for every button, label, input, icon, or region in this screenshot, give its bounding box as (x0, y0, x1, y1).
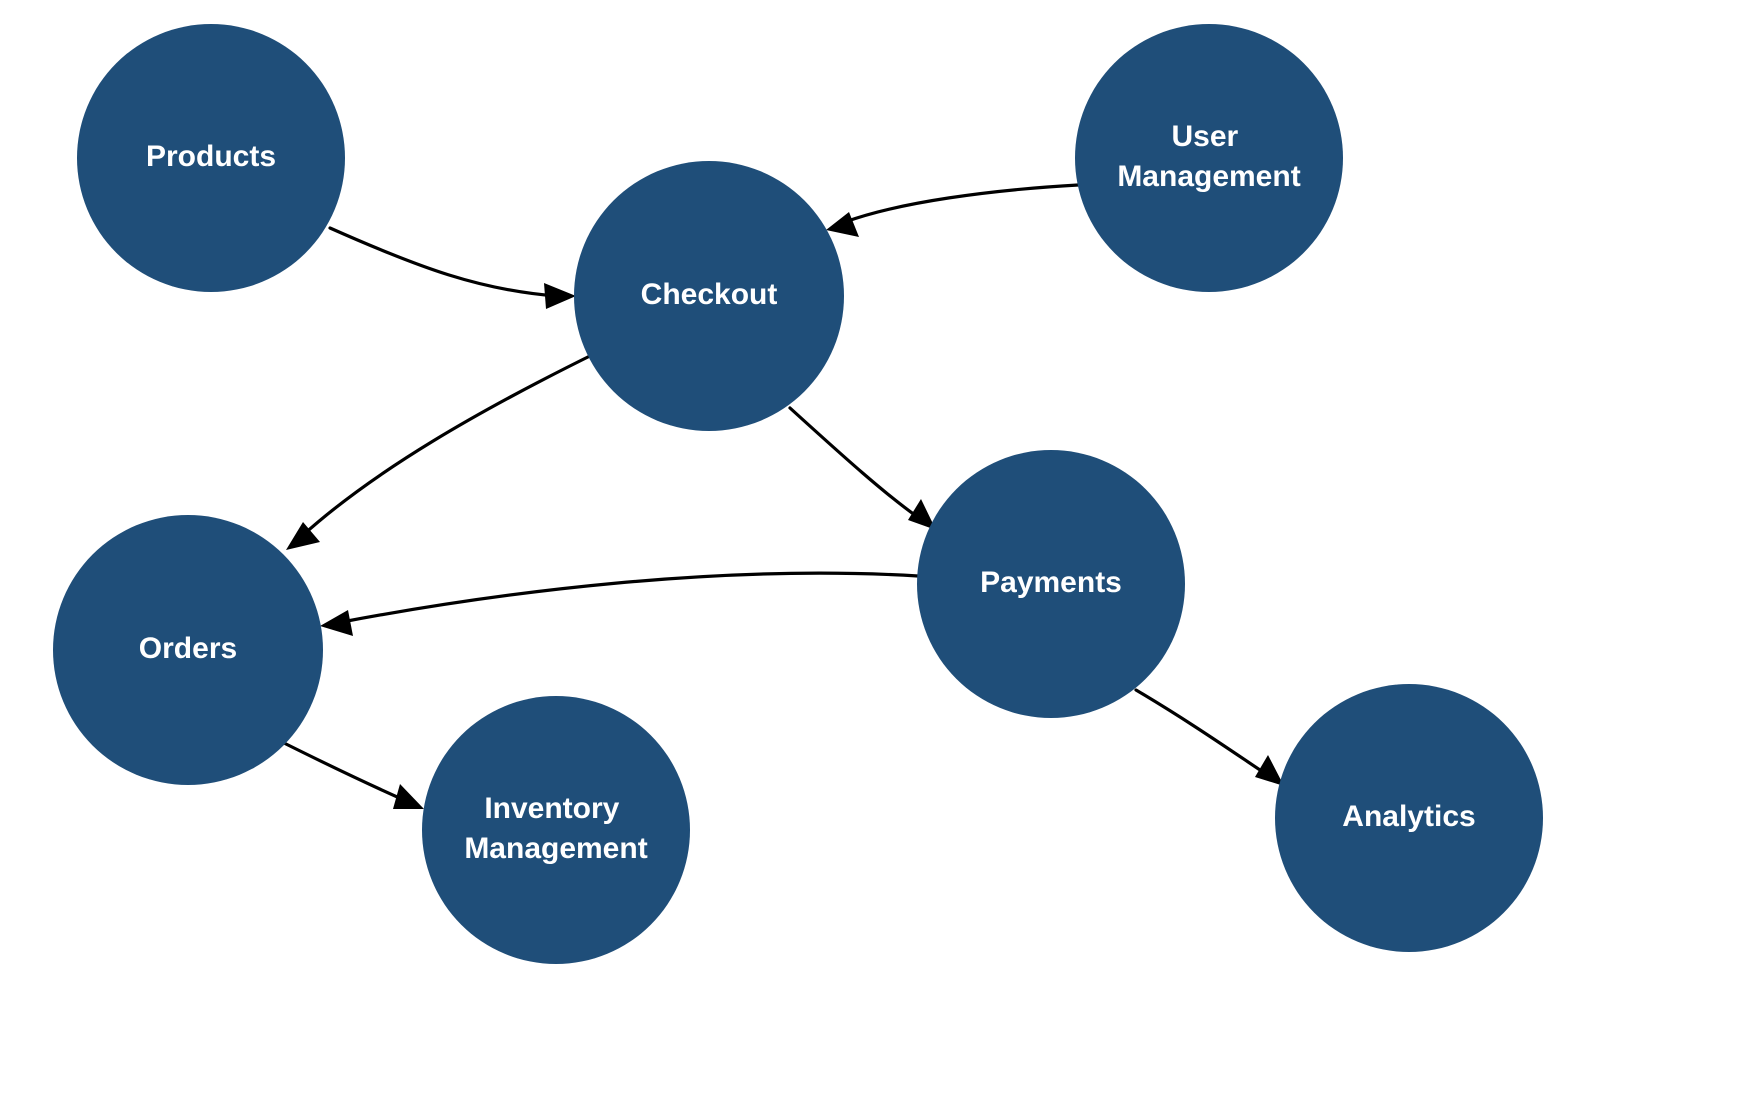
edge-payments-orders[interactable] (320, 571, 920, 636)
node-user-management-circle[interactable] (1075, 24, 1343, 292)
edge-payments-orders-line (340, 571, 920, 624)
node-analytics-circle[interactable] (1275, 684, 1543, 952)
node-payments[interactable]: Payments (917, 450, 1185, 718)
node-inventory-management-circle[interactable] (422, 696, 690, 964)
edge-checkout-payments-line (788, 406, 921, 520)
edge-products-checkout-line (328, 226, 558, 298)
node-analytics[interactable]: Analytics (1275, 684, 1543, 952)
node-inventory-management[interactable]: Inventory Management (422, 696, 690, 964)
node-layer: Products User Management Checkout (53, 24, 1543, 964)
edge-checkout-payments-arrowhead (908, 499, 936, 530)
edge-products-checkout[interactable] (328, 226, 576, 309)
node-products-circle[interactable] (77, 24, 345, 292)
edge-products-checkout-arrowhead (544, 283, 576, 309)
edge-payments-analytics[interactable] (1134, 688, 1284, 786)
edge-payments-analytics-arrowhead (1255, 755, 1284, 786)
node-products[interactable]: Products (77, 24, 345, 292)
edge-checkout-orders-arrowhead (286, 522, 320, 550)
node-payments-circle[interactable] (917, 450, 1185, 718)
node-checkout-circle[interactable] (574, 161, 844, 431)
edge-user-management-checkout-arrowhead (826, 212, 859, 237)
edge-orders-inventory-management-arrowhead (393, 784, 424, 809)
edge-user-management-checkout[interactable] (826, 183, 1080, 237)
edge-payments-orders-arrowhead (320, 610, 353, 636)
edge-orders-inventory-management-line (276, 738, 406, 802)
node-orders[interactable]: Orders (53, 515, 323, 785)
edge-checkout-orders[interactable] (286, 350, 600, 550)
edge-checkout-orders-line (300, 350, 600, 538)
edge-payments-analytics-line (1134, 688, 1268, 776)
edge-orders-inventory-management[interactable] (276, 738, 424, 809)
node-checkout[interactable]: Checkout (574, 161, 844, 431)
edge-user-management-checkout-line (843, 183, 1080, 224)
node-orders-circle[interactable] (53, 515, 323, 785)
node-user-management[interactable]: User Management (1075, 24, 1343, 292)
edge-layer (276, 183, 1284, 809)
edge-checkout-payments[interactable] (788, 406, 936, 530)
